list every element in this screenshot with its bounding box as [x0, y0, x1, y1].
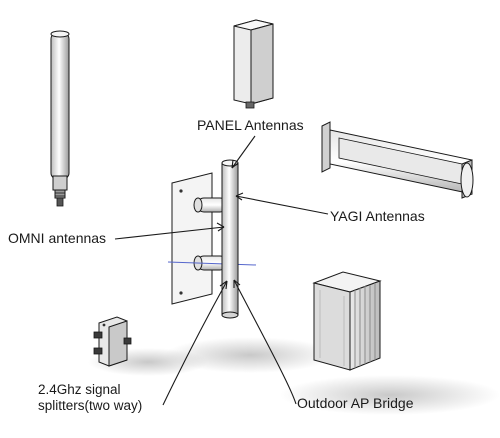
signal-splitters-label-line1: 2.4Ghz signal: [38, 382, 121, 397]
omni-antenna: [50, 30, 70, 207]
leader-lines: [114, 135, 329, 406]
omni-antennas-label: OMNI antennas: [8, 230, 107, 246]
bridge-shadow: [280, 375, 500, 415]
panel-antenna: [233, 19, 274, 109]
mast-arms: [167, 197, 257, 271]
yagi-leader: [235, 195, 329, 215]
panel-antennas-label: PANEL Antennas: [197, 117, 304, 133]
omni-leader: [114, 226, 225, 240]
omni-arrowhead: [216, 222, 225, 232]
yagi-antenna: [321, 121, 474, 199]
outdoor-ap-bridge: [312, 271, 382, 371]
signal-splitter: [93, 316, 132, 367]
mounting-plate: [171, 172, 213, 305]
outdoor-ap-bridge-label: Outdoor AP Bridge: [297, 395, 414, 411]
mast-pole: [221, 159, 239, 319]
splitter-arrowhead: [219, 280, 228, 290]
mast-shadow: [165, 337, 335, 373]
bridge-leader: [233, 279, 297, 405]
bridge-arrowhead: [233, 279, 241, 288]
splitter-leader: [162, 280, 228, 406]
yagi-arrowhead: [235, 192, 244, 201]
yagi-antennas-label: YAGI Antennas: [330, 208, 425, 224]
panel-arrowhead: [231, 159, 239, 169]
signal-splitters-label-line2: splitters(two way): [38, 398, 143, 413]
panel-leader: [231, 135, 256, 169]
